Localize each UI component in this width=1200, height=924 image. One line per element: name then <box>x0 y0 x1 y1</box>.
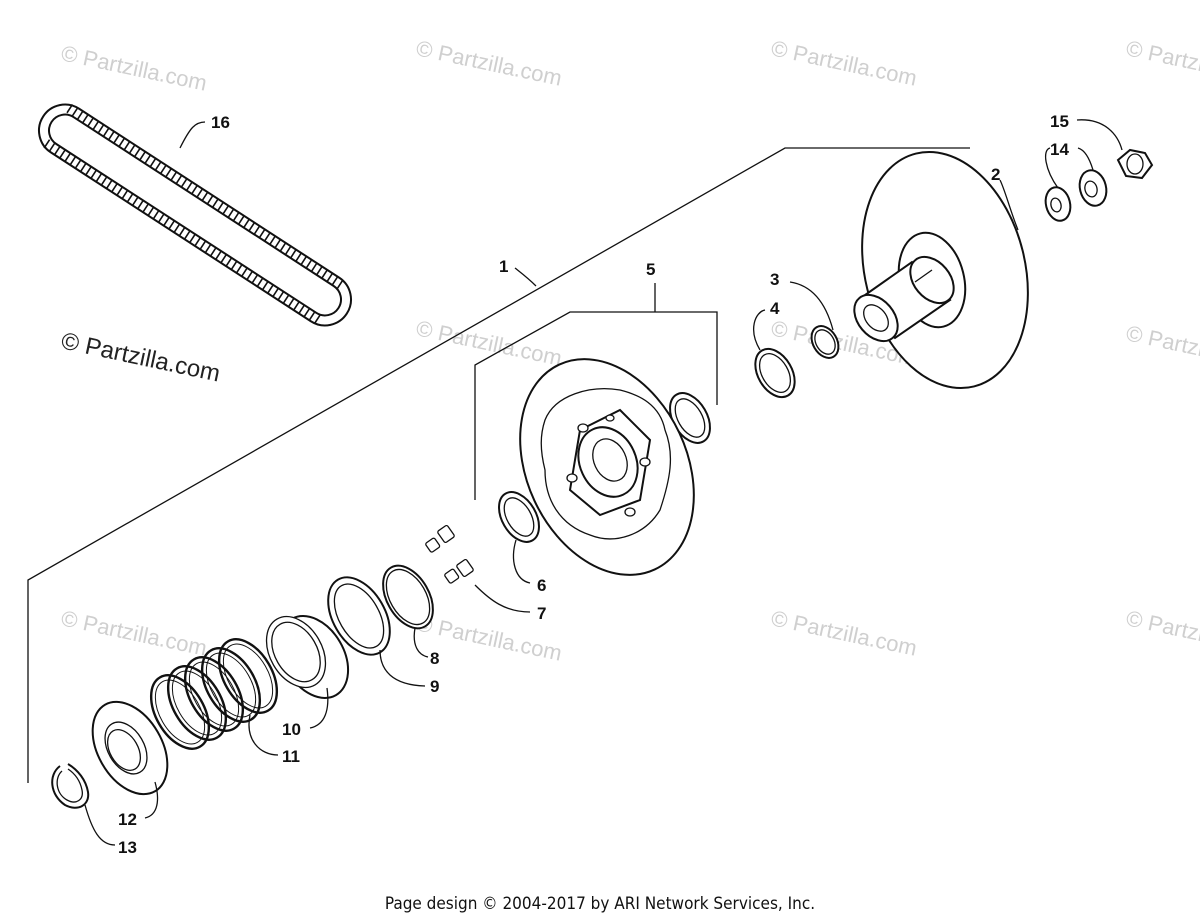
spring-retainer-12[interactable] <box>77 689 182 808</box>
driven-sheave[interactable] <box>838 134 1051 406</box>
watermark: © Partzilla.com <box>769 35 919 90</box>
callout-10: 10 <box>282 720 301 739</box>
callout-8: 8 <box>430 649 439 668</box>
grease-fitting-a[interactable] <box>425 524 455 553</box>
spider-cam-plate[interactable] <box>487 331 728 603</box>
page-footer-copyright: Page design © 2004-2017 by ARI Network S… <box>384 894 816 914</box>
leader-line-10 <box>309 687 329 729</box>
callout-12: 12 <box>118 810 137 829</box>
callout-7: 7 <box>537 604 546 623</box>
leader-line-11 <box>248 714 279 756</box>
leader-line-7 <box>474 584 531 613</box>
callout-1: 1 <box>499 257 508 276</box>
leader-line-8 <box>413 627 429 658</box>
compression-spring-11[interactable] <box>139 629 289 758</box>
callout-4: 4 <box>770 299 780 318</box>
watermark: © Partzilla.com <box>414 315 564 370</box>
callout-16: 16 <box>211 113 230 132</box>
watermark: © Partzilla.com <box>1124 320 1200 375</box>
leader-line-3 <box>789 281 834 331</box>
washer-14a[interactable] <box>1042 185 1074 224</box>
ring-8[interactable] <box>373 557 443 637</box>
ring-4[interactable] <box>747 342 802 404</box>
leader-line-2 <box>999 179 1019 231</box>
callout-11: 11 <box>282 747 300 766</box>
belt-teeth <box>43 103 344 325</box>
callout-3: 3 <box>770 270 779 289</box>
leader-line-6 <box>512 539 531 584</box>
subassembly-bracket-5 <box>474 311 718 500</box>
bushing-6[interactable] <box>491 485 547 549</box>
leader-line-12 <box>144 781 159 819</box>
snap-ring-13[interactable] <box>51 763 90 809</box>
watermark: © Partzilla.com <box>414 35 564 90</box>
washer-9[interactable] <box>315 567 402 666</box>
leader-line-4 <box>753 309 766 351</box>
callout-13: 13 <box>118 838 137 857</box>
leader-line-14a <box>1044 147 1059 189</box>
watermark: © Partzilla.com <box>59 605 209 660</box>
leader-line-1 <box>514 267 537 287</box>
watermark: © Partzilla.com <box>1124 605 1200 660</box>
grease-fitting-b[interactable] <box>444 558 474 584</box>
watermark: © Partzilla.com <box>769 605 919 660</box>
watermark: © Partzilla.com <box>1124 35 1200 90</box>
washer-14b[interactable] <box>1076 167 1110 208</box>
nut-15[interactable] <box>1116 148 1154 180</box>
assembly-bracket-1 <box>27 147 970 783</box>
callout-14: 14 <box>1050 140 1069 159</box>
callout-6: 6 <box>537 576 546 595</box>
callout-5: 5 <box>646 260 655 279</box>
callout-2: 2 <box>991 165 1000 184</box>
leader-line-16 <box>179 121 206 149</box>
partzilla-watermark-main: © Partzilla.com <box>59 327 223 387</box>
ring-3[interactable] <box>806 321 844 362</box>
leader-line-14b <box>1077 147 1094 171</box>
drive-belt[interactable] <box>29 95 361 336</box>
watermark: © Partzilla.com <box>59 40 209 95</box>
leader-line-15 <box>1076 119 1123 151</box>
callout-15: 15 <box>1050 112 1069 131</box>
leader-line-9 <box>379 649 426 687</box>
callout-9: 9 <box>430 677 439 696</box>
spring-cup-10[interactable] <box>254 604 361 710</box>
leader-line-13 <box>84 804 116 846</box>
